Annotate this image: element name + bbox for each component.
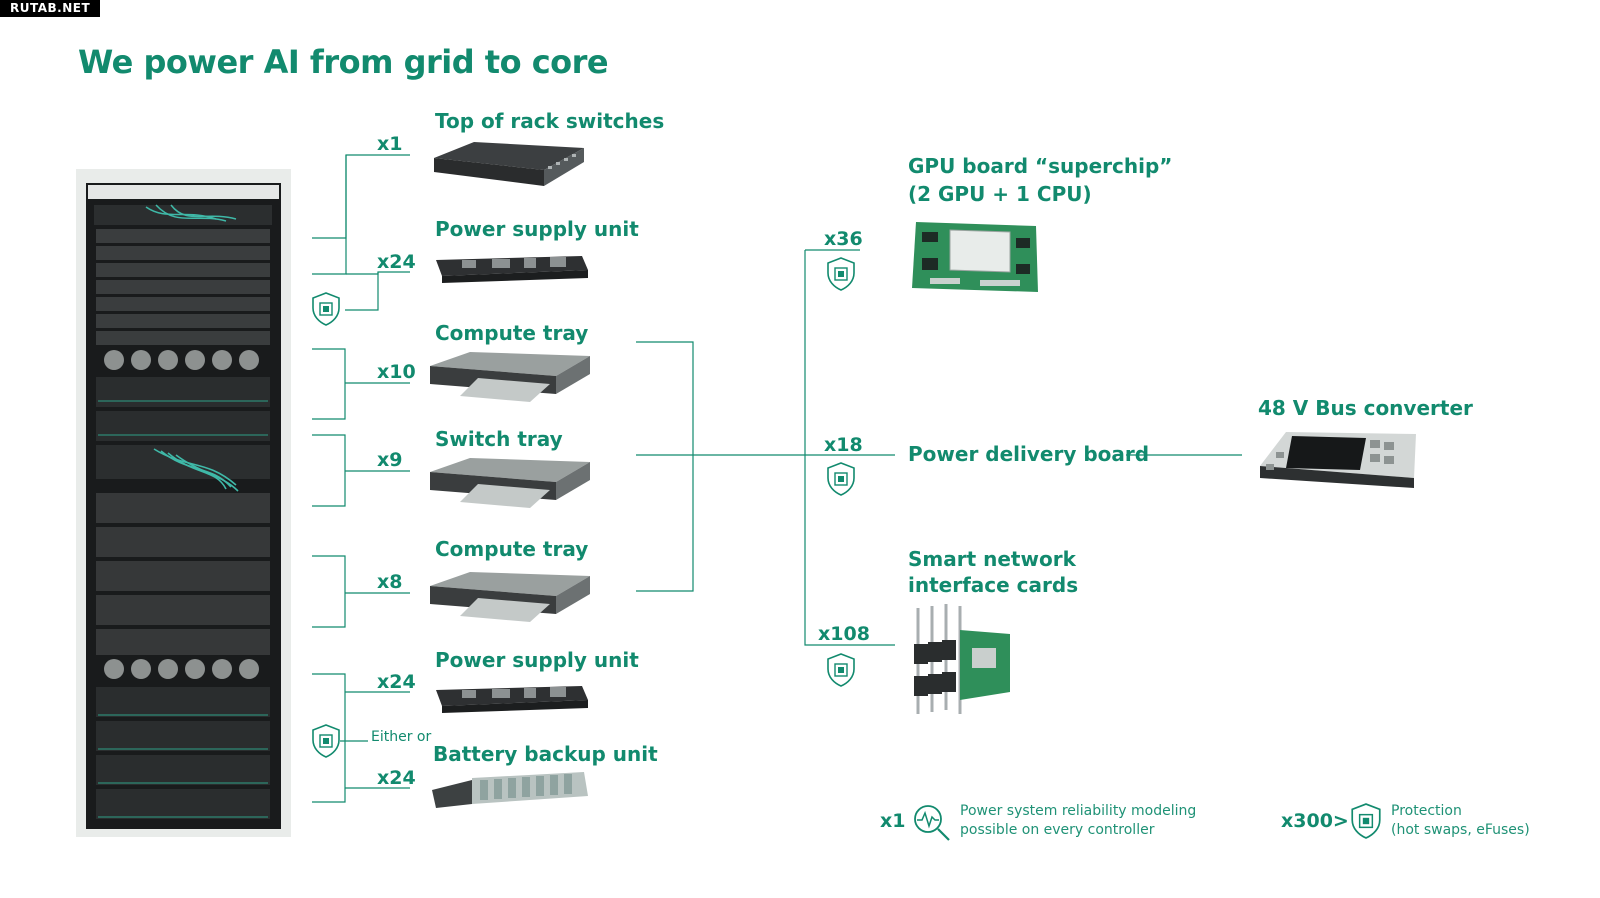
battery-backup-image <box>432 772 588 808</box>
switch-image <box>434 142 584 186</box>
legend-protection-line1: Protection <box>1391 803 1462 819</box>
label-top-of-rack-switches: Top of rack switches <box>435 109 665 133</box>
psu-image-bottom <box>436 686 588 713</box>
multiplier-switch-tray: x9 <box>377 449 403 471</box>
label-gpu-board-line2: (2 GPU + 1 CPU) <box>908 182 1092 206</box>
label-smart-nic-line1: Smart network <box>908 547 1076 571</box>
shield-chip-icon <box>312 724 340 758</box>
legend-reliability-line1: Power system reliability modeling <box>960 803 1197 819</box>
label-compute-tray-1: Compute tray <box>435 321 589 345</box>
legend-protection-text: Protection (hot swaps, eFuses) <box>1391 802 1530 840</box>
site-badge: RUTAB.NET <box>0 0 101 17</box>
label-power-delivery-board: Power delivery board <box>908 442 1150 466</box>
multiplier-smart-nic: x108 <box>818 623 870 645</box>
multiplier-gpu-board: x36 <box>824 228 863 250</box>
multiplier-power-delivery-board: x18 <box>824 434 863 456</box>
multiplier-battery: x24 <box>377 767 416 789</box>
label-gpu-board-line1: GPU board “superchip” <box>908 154 1173 178</box>
legend-protection-line2: (hot swaps, eFuses) <box>1391 822 1530 838</box>
label-psu-top: Power supply unit <box>435 217 639 241</box>
label-smart-nic-line2: interface cards <box>908 573 1079 597</box>
legend-reliability-text: Power system reliability modeling possib… <box>960 802 1196 840</box>
legend-multiplier-protection: x300> <box>1281 810 1349 832</box>
legend-reliability-line2: possible on every controller <box>960 822 1155 838</box>
gpu-board-image <box>912 222 1038 292</box>
smart-nic-image <box>914 604 1010 714</box>
compute-tray-image-1 <box>430 352 590 402</box>
label-switch-tray: Switch tray <box>435 427 563 451</box>
magnifier-pulse-icon <box>914 805 950 841</box>
shield-chip-icon <box>312 292 340 326</box>
shield-chip-icon <box>827 653 855 687</box>
shield-chip-icon <box>827 462 855 496</box>
psu-image-top <box>436 256 588 283</box>
label-bus-converter: 48 V Bus converter <box>1258 396 1473 420</box>
multiplier-compute-tray-1: x10 <box>377 361 416 383</box>
multiplier-psu-top: x24 <box>377 251 416 273</box>
multiplier-top-of-rack: x1 <box>377 133 403 155</box>
label-compute-tray-2: Compute tray <box>435 537 589 561</box>
label-battery-backup-unit: Battery backup unit <box>433 742 658 766</box>
label-psu-bottom: Power supply unit <box>435 648 639 672</box>
compute-tray-image-2 <box>430 572 590 622</box>
shield-chip-icon <box>827 257 855 291</box>
shield-chip-icon <box>1351 803 1381 839</box>
either-or-label: Either or <box>371 729 432 745</box>
legend-multiplier-reliability: x1 <box>880 810 906 832</box>
page-title: We power AI from grid to core <box>78 43 609 81</box>
multiplier-psu-bottom: x24 <box>377 671 416 693</box>
switch-tray-image <box>430 458 590 508</box>
bus-converter-image <box>1260 432 1416 488</box>
multiplier-compute-tray-2: x8 <box>377 571 403 593</box>
server-rack-image <box>76 169 291 837</box>
